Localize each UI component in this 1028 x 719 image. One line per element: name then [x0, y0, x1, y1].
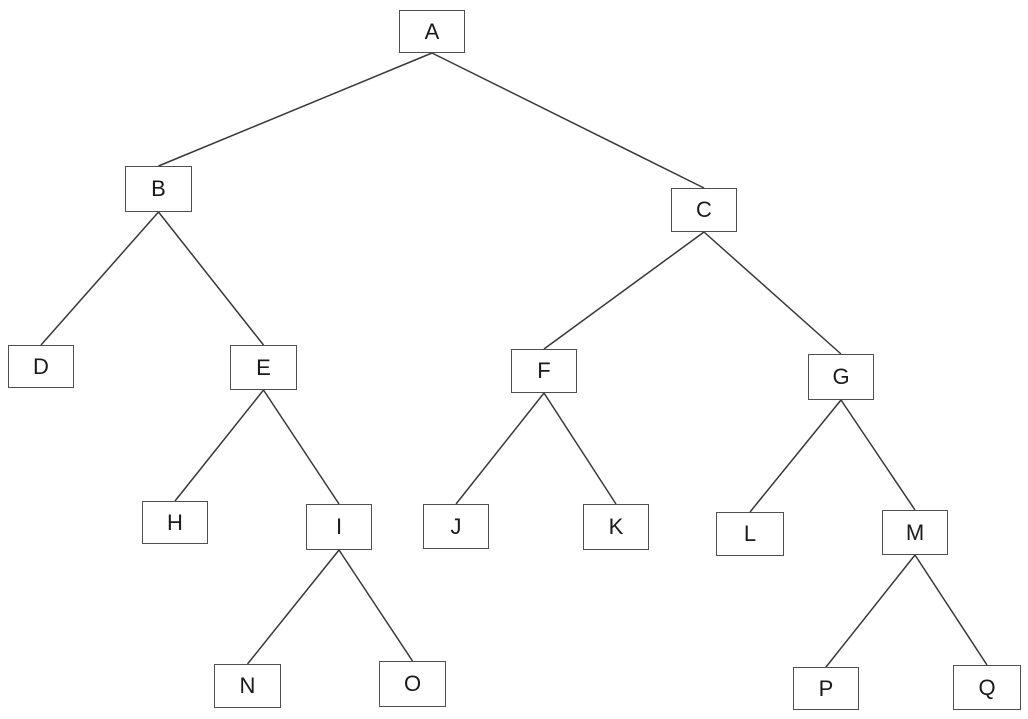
- tree-node-N: N: [214, 664, 281, 708]
- edge-C-F: [543, 231, 705, 350]
- tree-node-label: I: [335, 514, 343, 539]
- tree-node-C: C: [671, 188, 737, 232]
- edge-E-H: [174, 389, 265, 502]
- tree-node-G: G: [808, 354, 874, 400]
- tree-node-K: K: [583, 504, 649, 550]
- tree-node-A: A: [399, 10, 465, 53]
- tree-node-label: D: [33, 353, 49, 379]
- edge-A-B: [158, 52, 433, 167]
- tree-node-label: K: [608, 514, 624, 539]
- tree-node-label: M: [905, 519, 925, 545]
- tree-node-L: L: [716, 512, 784, 556]
- edge-M-P: [825, 554, 916, 668]
- edge-M-Q: [914, 554, 988, 666]
- tree-node-O: O: [379, 661, 446, 707]
- tree-node-label: L: [743, 521, 757, 546]
- tree-node-Q: Q: [953, 665, 1021, 710]
- tree-node-H: H: [142, 501, 208, 544]
- edge-C-G: [703, 231, 842, 355]
- tree-node-label: O: [403, 671, 422, 696]
- tree-node-label: J: [450, 513, 462, 539]
- tree-node-label: N: [239, 673, 256, 698]
- tree-node-label: C: [696, 197, 712, 222]
- tree-node-label: E: [256, 354, 271, 380]
- edge-I-N: [246, 549, 340, 665]
- edge-B-E: [157, 211, 265, 346]
- edge-A-C: [431, 52, 705, 189]
- edge-I-O: [338, 549, 414, 662]
- tree-node-label: H: [167, 509, 183, 535]
- tree-node-F: F: [511, 349, 577, 393]
- tree-node-J: J: [423, 504, 489, 549]
- tree-node-M: M: [882, 510, 948, 555]
- edge-F-J: [455, 392, 545, 505]
- tree-node-label: F: [537, 358, 551, 383]
- edge-E-I: [262, 389, 340, 505]
- edge-G-L: [749, 399, 842, 513]
- tree-node-label: B: [151, 176, 166, 201]
- tree-node-label: A: [424, 18, 440, 44]
- tree-node-label: P: [818, 675, 834, 701]
- tree-node-P: P: [793, 667, 859, 710]
- tree-node-label: Q: [978, 674, 996, 700]
- edge-B-D: [40, 211, 160, 346]
- tree-node-E: E: [230, 345, 297, 390]
- edge-G-M: [840, 399, 916, 511]
- tree-node-label: G: [832, 364, 850, 389]
- tree-node-D: D: [8, 345, 74, 388]
- tree-node-B: B: [125, 166, 192, 212]
- edge-F-K: [543, 392, 617, 505]
- tree-node-I: I: [306, 504, 372, 550]
